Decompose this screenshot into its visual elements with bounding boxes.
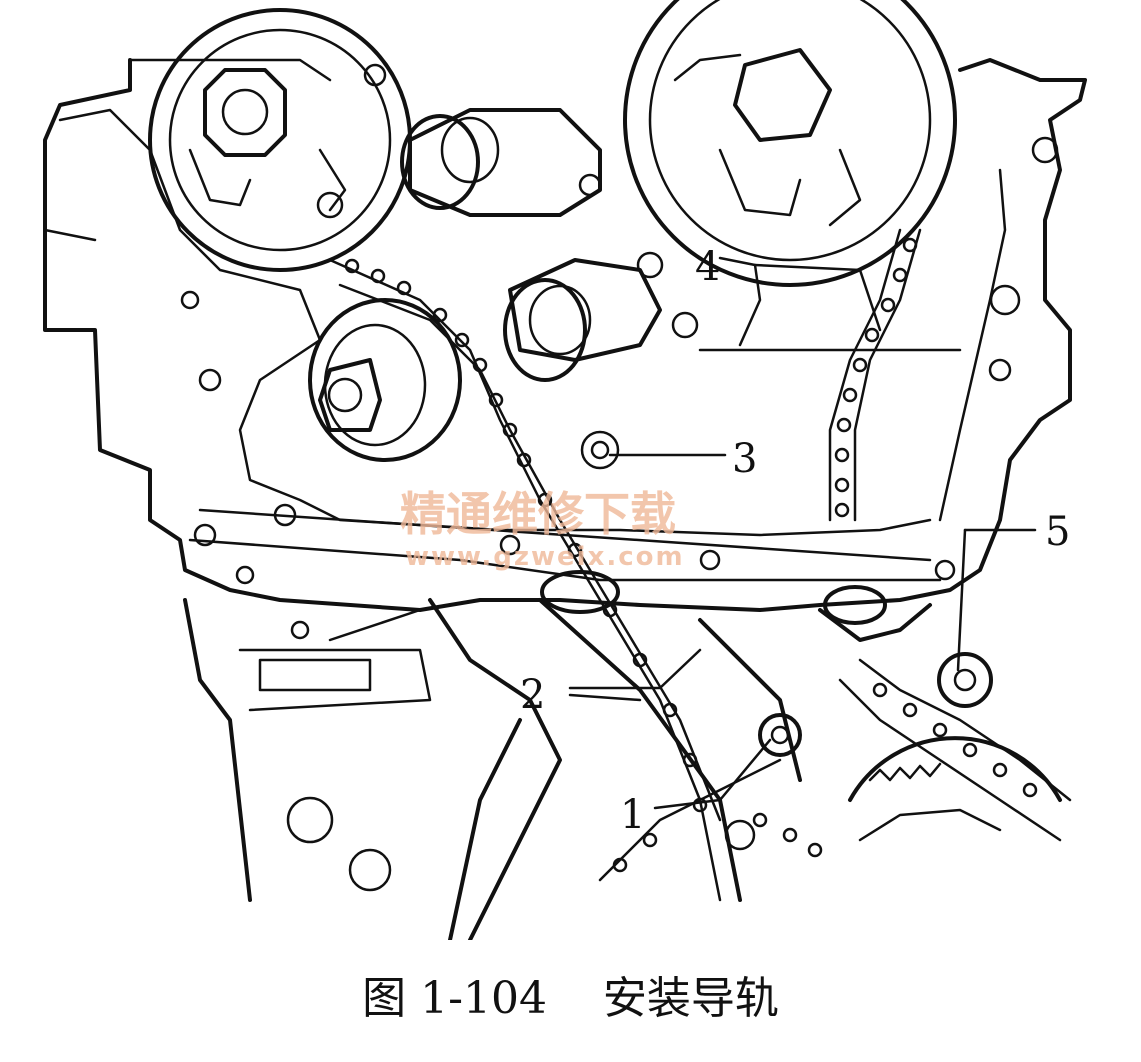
callout-labels: 4 3 5 2 1 [520, 244, 1070, 838]
timing-chain-left [328, 258, 722, 902]
watermark: 精通维修下载 www.gzweix.com [400, 487, 685, 572]
chain-guide-rails [538, 570, 993, 902]
lower-left-housing [183, 598, 562, 940]
callout-leaders [568, 256, 1037, 810]
engine-timing-drawing: 精通维修下载 www.gzweix.com 4 3 5 2 1 [43, 0, 1087, 940]
lower-chain-run [598, 658, 1072, 882]
cover-bolts [180, 136, 1059, 585]
callout-2: 2 [520, 672, 545, 718]
crankshaft-sprocket [848, 736, 1062, 842]
callout-4: 4 [695, 244, 720, 290]
timing-chain-right [828, 228, 922, 522]
callout-1: 1 [620, 792, 645, 838]
right-camshaft-sprocket [623, 0, 957, 287]
idler-pulley [308, 298, 462, 462]
locating-pins [400, 108, 699, 382]
callout-3: 3 [732, 436, 757, 482]
watermark-text-url: www.gzweix.com [405, 542, 685, 572]
left-camshaft-sprocket [148, 8, 412, 272]
watermark-text-cn: 精通维修下载 [400, 487, 676, 541]
figure-caption: 图 1-104 安装导轨 [362, 973, 779, 1024]
callout-5: 5 [1045, 509, 1070, 555]
